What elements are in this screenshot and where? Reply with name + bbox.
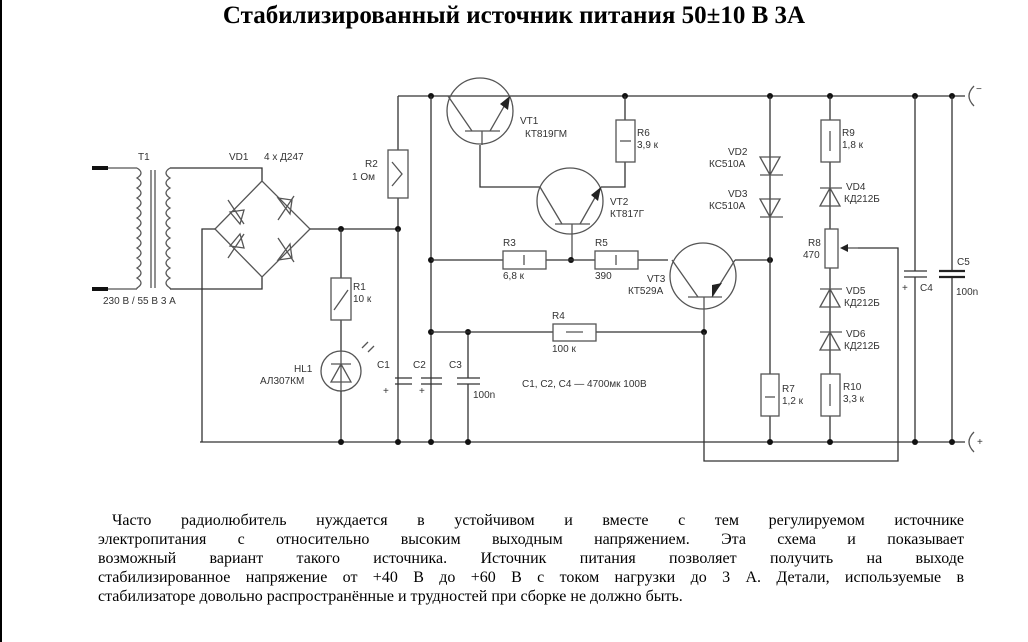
transistor-vt3: VT3 КТ529А — [628, 242, 737, 332]
potentiometer-r8: R8 470 — [803, 228, 858, 269]
transformer-t1: T1 230 В / 55 В 3 А — [92, 152, 176, 307]
hl1-part: АЛ307КМ — [260, 376, 304, 387]
r10-ref: R10 — [843, 382, 862, 393]
resistor-r3: R3 6,8 к — [431, 238, 571, 282]
r7-ref: R7 — [782, 384, 795, 395]
diode-vd6: VD6 КД212Б — [818, 329, 880, 352]
r4-ref: R4 — [552, 311, 565, 322]
vt3-ref: VT3 — [647, 274, 666, 285]
vt1-part: КТ819ГМ — [525, 129, 567, 140]
capacitor-c5: C5 100n — [939, 96, 978, 442]
diode-vd5: VD5 КД212Б — [818, 286, 880, 309]
r9-value: 1,8 к — [842, 140, 864, 151]
capacitor-c2: C2 + — [413, 360, 442, 397]
hl1-ref: HL1 — [294, 364, 313, 375]
r6-value: 3,9 к — [637, 140, 659, 151]
circuit-schematic: T1 230 В / 55 В 3 А VD1 4 х Д247 R2 1 Ом… — [92, 77, 983, 462]
paragraph-line: электропитания с относительно высоким вы… — [98, 531, 964, 548]
r4-value: 100 к — [552, 344, 576, 355]
vd2-ref: VD2 — [728, 147, 748, 158]
c4-polarity: + — [902, 283, 908, 294]
r5-value: 390 — [595, 271, 612, 282]
terminal-positive-label: + — [977, 437, 983, 448]
c5-ref: C5 — [957, 257, 970, 268]
vd2-part: КС510А — [709, 159, 746, 170]
vt2-ref: VT2 — [610, 197, 629, 208]
diode-bridge-vd1: VD1 4 х Д247 — [214, 152, 311, 278]
vd1-ref: VD1 — [229, 152, 249, 163]
r5-ref: R5 — [595, 238, 608, 249]
r6-ref: R6 — [637, 128, 650, 139]
vd6-ref: VD6 — [846, 329, 866, 340]
transistor-vt2: VT2 КТ817Г — [536, 167, 645, 260]
resistor-r5: R5 390 — [571, 238, 668, 282]
vd6-part: КД212Б — [844, 341, 880, 352]
paragraph-line: стабилизированное напряжение от +40 В до… — [98, 569, 964, 586]
transistor-vt1: VT1 КТ819ГМ — [446, 77, 567, 145]
vt2-part: КТ817Г — [610, 209, 645, 220]
r3-value: 6,8 к — [503, 271, 525, 282]
vd4-ref: VD4 — [846, 182, 866, 193]
r9-ref: R9 — [842, 128, 855, 139]
capacitor-note: C1, C2, C4 — 4700мк 100В — [522, 379, 647, 390]
output-terminal-negative: − — [968, 84, 982, 107]
paragraph-line: стабилизаторе довольно распространённые … — [98, 588, 683, 605]
paragraph-line: возможный вариант такого источника. Исто… — [98, 550, 964, 567]
r8-ref: R8 — [808, 238, 821, 249]
resistor-r4: R4 100 к — [431, 311, 704, 355]
r1-value: 10 к — [353, 294, 372, 305]
r2-value: 1 Ом — [352, 172, 375, 183]
vt3-part: КТ529А — [628, 286, 664, 297]
zener-vd2: VD2 КС510А — [709, 147, 783, 177]
c4-ref: C4 — [920, 283, 933, 294]
resistor-r10: R10 3,3 к — [820, 373, 865, 417]
t1-rating: 230 В / 55 В 3 А — [103, 296, 176, 307]
r1-ref: R1 — [353, 282, 366, 293]
capacitor-c4: + C4 — [902, 96, 933, 442]
vd3-ref: VD3 — [728, 189, 748, 200]
r2-ref: R2 — [365, 159, 378, 170]
resistor-r1: R1 10 к — [330, 229, 372, 352]
r10-value: 3,3 к — [843, 394, 865, 405]
resistor-r2: R2 1 Ом — [352, 96, 409, 229]
r8-value: 470 — [803, 250, 820, 261]
vd3-part: КС510А — [709, 201, 746, 212]
capacitor-c3: C3 100n — [449, 332, 495, 442]
vt1-ref: VT1 — [520, 116, 539, 127]
left-border — [0, 0, 2, 642]
vd5-ref: VD5 — [846, 286, 866, 297]
c1-polarity: + — [383, 386, 389, 397]
vd4-part: КД212Б — [844, 194, 880, 205]
page-title: Стабилизированный источник питания 50±10… — [222, 2, 806, 29]
capacitor-c1: C1 + — [377, 360, 412, 397]
zener-vd3: VD3 КС510А — [709, 189, 783, 219]
vd1-part: 4 х Д247 — [264, 152, 304, 163]
resistor-r9: R9 1,8 к — [820, 119, 864, 163]
paragraph-line: Часто радиолюбитель нуждается в устойчив… — [112, 512, 964, 529]
diode-vd4: VD4 КД212Б — [818, 182, 880, 207]
r7-value: 1,2 к — [782, 396, 804, 407]
led-hl1: HL1 АЛ307КМ — [260, 341, 375, 392]
resistor-r6: R6 3,9 к — [601, 93, 659, 188]
c1-ref: C1 — [377, 360, 390, 371]
c3-ref: C3 — [449, 360, 462, 371]
r3-ref: R3 — [503, 238, 516, 249]
c2-ref: C2 — [413, 360, 426, 371]
output-terminal-positive: + — [968, 431, 983, 453]
c3-value: 100n — [473, 390, 495, 401]
c2-polarity: + — [419, 386, 425, 397]
t1-ref: T1 — [138, 152, 150, 163]
resistor-r7: R7 1,2 к — [760, 373, 804, 417]
c5-value: 100n — [956, 287, 978, 298]
terminal-negative-label: − — [976, 84, 982, 95]
description-paragraph: Часто радиолюбитель нуждается в устойчив… — [98, 511, 964, 606]
vd5-part: КД212Б — [844, 298, 880, 309]
